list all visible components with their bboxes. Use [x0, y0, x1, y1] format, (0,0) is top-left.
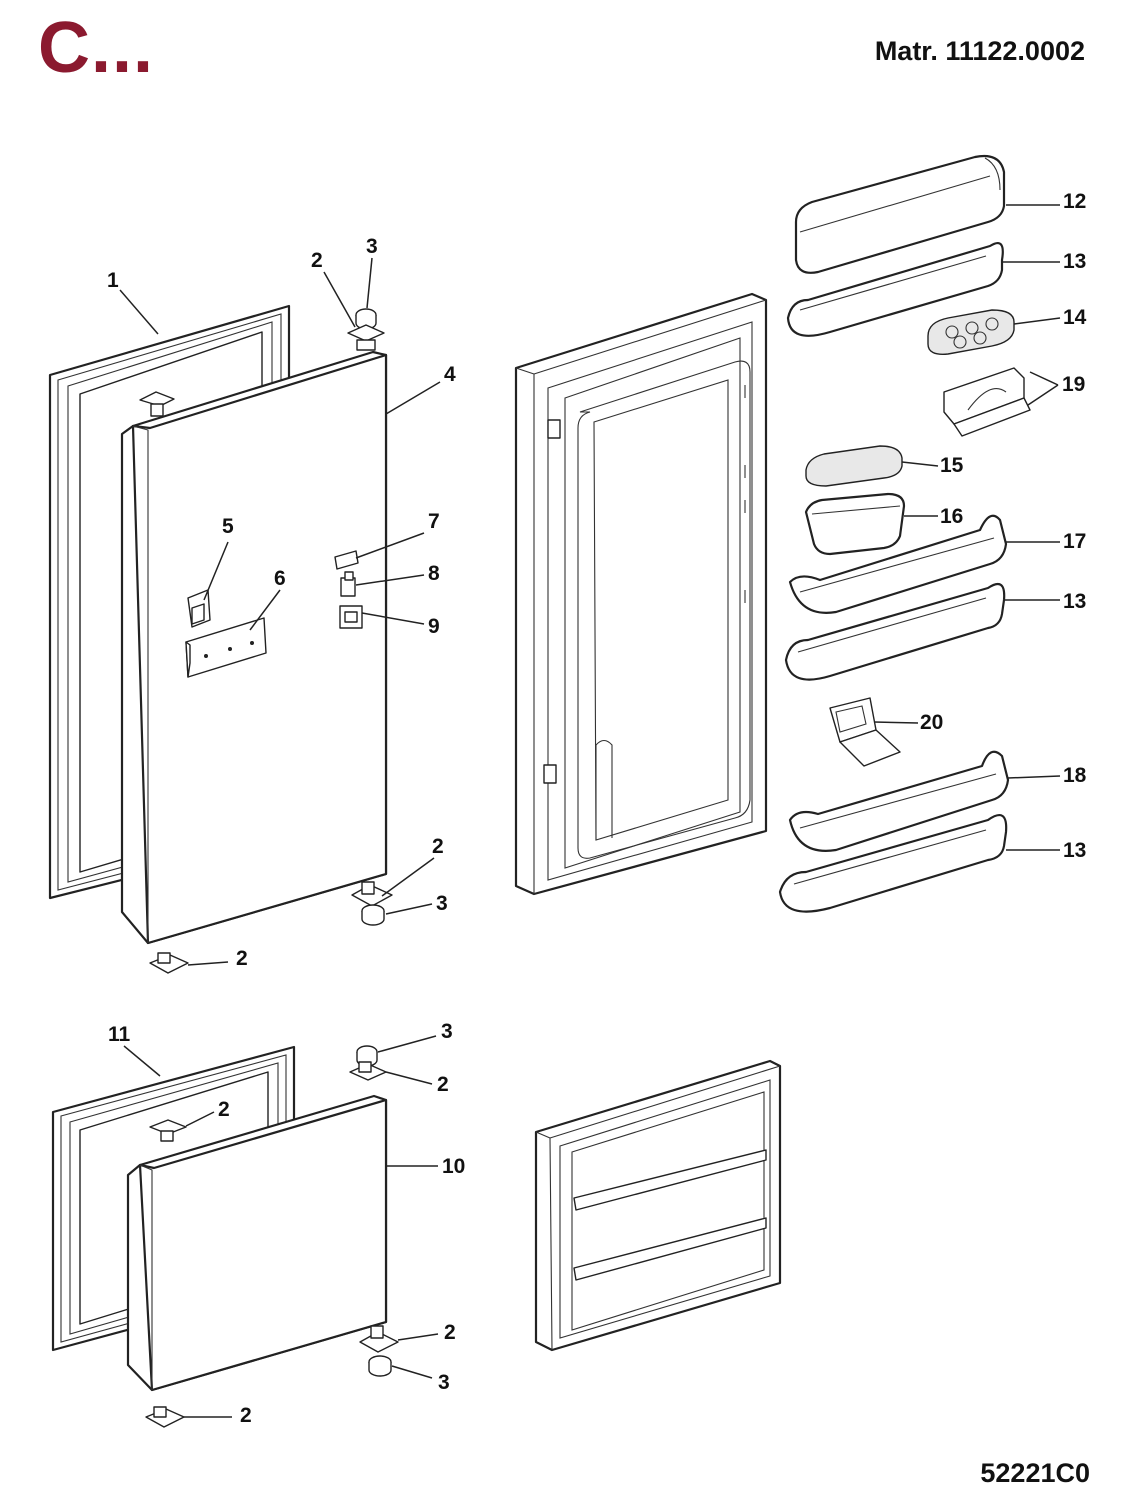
callout-13: 13 — [1063, 839, 1086, 862]
callout-2: 2 — [240, 1404, 252, 1427]
part-13-door-shelf-top — [786, 242, 1004, 337]
callout-11: 11 — [108, 1023, 131, 1046]
hinge-bottom-left-upper — [149, 952, 189, 974]
part-15-lid — [805, 445, 903, 487]
hinge-part-on-gasket — [139, 391, 175, 417]
hinge-bottom-upper — [351, 881, 393, 926]
callout-2: 2 — [437, 1073, 449, 1096]
section-letter: C... — [38, 8, 155, 88]
callout-2: 2 — [218, 1098, 230, 1121]
callout-1: 1 — [107, 269, 119, 292]
callout-3: 3 — [438, 1371, 450, 1394]
part-14-egg-tray — [927, 309, 1015, 355]
leader-lines — [119, 204, 1061, 1418]
part-9-catch — [339, 605, 363, 629]
callout-13: 13 — [1063, 250, 1086, 273]
callout-2: 2 — [432, 835, 444, 858]
callout-13: 13 — [1063, 590, 1086, 613]
callout-17: 17 — [1063, 530, 1086, 553]
part-6-mounting-plate — [185, 617, 267, 678]
callout-18: 18 — [1063, 764, 1087, 787]
part-8-latch — [340, 571, 356, 597]
upper-door-liner — [514, 292, 768, 896]
callout-4: 4 — [444, 363, 456, 386]
hinge-top-upper — [347, 308, 385, 351]
callout-5: 5 — [222, 515, 234, 538]
part-17-bottle-shelf — [788, 514, 1008, 614]
callout-20: 20 — [920, 711, 943, 734]
part-19-bottle-holder — [943, 367, 1031, 437]
material-number: Matr. 11122.0002 — [874, 36, 1085, 66]
callout-9: 9 — [428, 615, 440, 638]
drawing-code: 52221C0 — [980, 1458, 1090, 1488]
freezer-door-liner — [534, 1059, 782, 1352]
callout-7: 7 — [428, 510, 440, 533]
callout-3: 3 — [436, 892, 448, 915]
callout-8: 8 — [428, 562, 440, 585]
callout-12: 12 — [1063, 190, 1086, 213]
part-12-dairy-compartment — [794, 154, 1006, 274]
callout-2: 2 — [236, 947, 248, 970]
callout-15: 15 — [940, 454, 964, 477]
part-13-door-shelf-middle — [784, 582, 1006, 681]
callout-2: 2 — [311, 249, 323, 272]
hinge-part-on-freezer-gasket — [149, 1119, 187, 1142]
callout-3: 3 — [366, 235, 378, 258]
part-10-freezer-door-panel — [126, 1094, 388, 1392]
callout-19: 19 — [1062, 373, 1085, 396]
part-20-flap-holder — [829, 697, 901, 767]
part-7-cover — [334, 550, 359, 570]
callout-2: 2 — [444, 1321, 456, 1344]
callout-3: 3 — [441, 1020, 453, 1043]
callout-14: 14 — [1063, 306, 1087, 329]
hinge-top-lower — [349, 1045, 387, 1081]
callout-10: 10 — [442, 1155, 465, 1178]
part-13-door-shelf-bottom — [778, 814, 1008, 913]
callout-labels: 1 2 3 4 5 6 7 8 9 2 3 2 11 3 2 2 10 2 3 … — [107, 190, 1087, 1427]
hinge-bottom-lower — [359, 1325, 399, 1377]
callout-16: 16 — [940, 505, 963, 528]
callout-6: 6 — [274, 567, 286, 590]
part-18-bottle-shelf — [788, 750, 1010, 852]
hinge-bottom-left-lower — [145, 1406, 185, 1428]
part-16-container — [804, 492, 906, 556]
